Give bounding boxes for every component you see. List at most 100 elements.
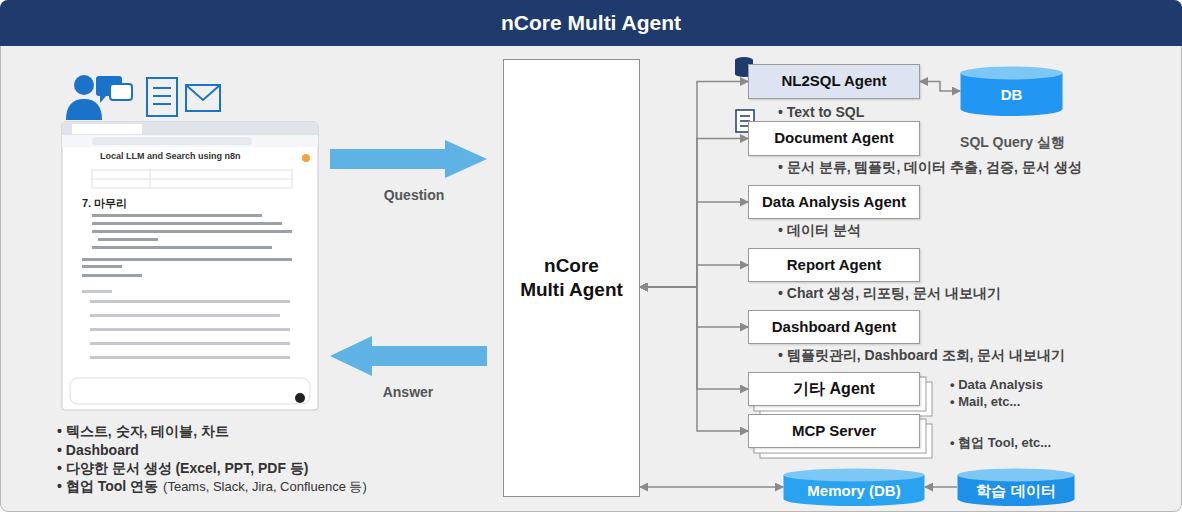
illustration-part: [302, 154, 310, 162]
connector-line: [920, 82, 960, 92]
node-label: nCore Multi Agent: [520, 254, 624, 302]
illustration-part: [70, 378, 310, 404]
illustration-part: [82, 290, 290, 359]
illustration-part: [153, 103, 171, 105]
illustration-part: [100, 95, 107, 103]
agent-box: Document Agent: [748, 121, 920, 156]
bullet-row: • 협업 Tool 연동 (Teams, Slack, Jira, Conflue…: [57, 478, 367, 495]
illustration-part: [110, 84, 132, 100]
node-label: MCP Server: [792, 422, 876, 441]
connector-line: [640, 287, 748, 327]
user-icon: [66, 75, 132, 120]
illustration-part: [330, 140, 487, 178]
note-text: • Text to SQL: [778, 104, 864, 121]
question-arrow: [330, 140, 487, 178]
illustration-part: [92, 170, 292, 188]
illustration-part: [186, 85, 220, 100]
title-text: nCore Multi Agent: [501, 11, 681, 35]
note-text: • Data Analysis: [950, 377, 1043, 393]
note-text: • 문서 분류, 템플릿, 데이터 추출, 검증, 문서 생성: [778, 159, 1082, 176]
illustration-part: [92, 246, 272, 249]
flow-label: Question: [374, 187, 454, 204]
note-text: • 데이터 분석: [778, 222, 861, 239]
answer-arrow: [330, 336, 487, 376]
note-text: • 템플릿관리, Dashboard 조회, 문서 내보내기: [778, 347, 1065, 364]
illustration-part: [90, 328, 290, 331]
illustration-part: [295, 393, 305, 403]
database-cylinder: DB: [960, 66, 1063, 116]
illustration-part: [82, 258, 292, 261]
title-bar: nCore Multi Agent: [0, 0, 1182, 46]
connector-line: [640, 82, 748, 288]
note-text: (Teams, Slack, Jira, Confluence 등): [163, 479, 367, 495]
database-cylinder: Memory (DB): [783, 468, 925, 506]
agent-box: NL2SQL Agent: [748, 64, 920, 99]
flow-label: Answer: [368, 384, 448, 401]
note-text: • 협업 Tool, etc...: [950, 435, 1051, 451]
illustration-part: [98, 238, 158, 241]
connector-line: [640, 287, 748, 431]
document-icon: [147, 78, 177, 116]
note-text: • Chart 생성, 리포팅, 문서 내보내기: [778, 285, 1001, 302]
agent-box: Dashboard Agent: [748, 310, 920, 344]
note-text: • 텍스트, 숫자, 테이블, 차트: [57, 423, 229, 440]
agent-box: MCP Server: [748, 414, 920, 448]
node-label: Document Agent: [774, 129, 893, 148]
node-label: Data Analysis Agent: [762, 193, 906, 212]
illustration-part: [92, 179, 292, 180]
illustration-part: [147, 78, 177, 116]
illustration-part: [74, 75, 94, 95]
illustration-part: [90, 342, 290, 345]
illustration-part: [82, 265, 122, 268]
illustration-part: [66, 99, 102, 120]
illustration-part: [62, 122, 318, 135]
agent-box: nCore Multi Agent: [503, 59, 640, 497]
illustration-part: [92, 230, 292, 233]
node-label: Memory (DB): [807, 474, 900, 501]
illustration-part: [92, 222, 282, 225]
agent-box: Report Agent: [748, 248, 920, 282]
illustration-part: [150, 170, 151, 188]
illustration-part: [90, 314, 280, 317]
illustration-part: [186, 85, 220, 111]
connector-line: [640, 139, 748, 288]
illustration-part: [153, 87, 171, 89]
node-label: DB: [1001, 78, 1023, 105]
illustration-part: [62, 135, 318, 147]
cylinder-top: [961, 67, 1063, 80]
chat-screenshot: [62, 122, 318, 410]
database-cylinder: 학습 데이터: [957, 468, 1075, 506]
illustration-part: [72, 124, 142, 134]
illustration-part: [330, 336, 487, 376]
note-text: • 협업 Tool 연동: [57, 478, 158, 495]
note-text: • Mail, etc...: [950, 394, 1020, 410]
illustration-part: [153, 95, 171, 97]
node-label: NL2SQL Agent: [781, 72, 886, 91]
screenshot-text: 7. 마무리: [82, 197, 127, 210]
screenshot-text: Local LLM and Search using n8n: [100, 151, 241, 162]
connector-line: [640, 202, 748, 287]
connector-line: [925, 486, 957, 488]
cylinder-top: [958, 469, 1075, 482]
illustration-part: [92, 137, 252, 145]
connector-line: [640, 287, 748, 389]
illustration-part: [92, 214, 262, 217]
illustration-part: [62, 122, 318, 410]
mail-icon: [186, 85, 220, 111]
node-label: Dashboard Agent: [772, 318, 896, 337]
illustration-part: [90, 300, 290, 303]
node-label: 기타 Agent: [793, 379, 875, 399]
node-label: Report Agent: [787, 256, 881, 275]
node-label: 학습 데이터: [976, 474, 1055, 501]
note-text: • 다양한 문서 생성 (Excel, PPT, PDF 등): [57, 460, 309, 477]
illustration-part: [740, 115, 750, 117]
cylinder-top: [784, 469, 925, 482]
note-text: SQL Query 실행: [955, 134, 1070, 151]
connector-line: [640, 486, 783, 488]
illustration-part: [82, 214, 292, 277]
agent-box: 기타 Agent: [748, 372, 920, 406]
connector-line: [640, 265, 748, 287]
illustration-part: [90, 356, 290, 359]
agent-box: Data Analysis Agent: [748, 185, 920, 219]
